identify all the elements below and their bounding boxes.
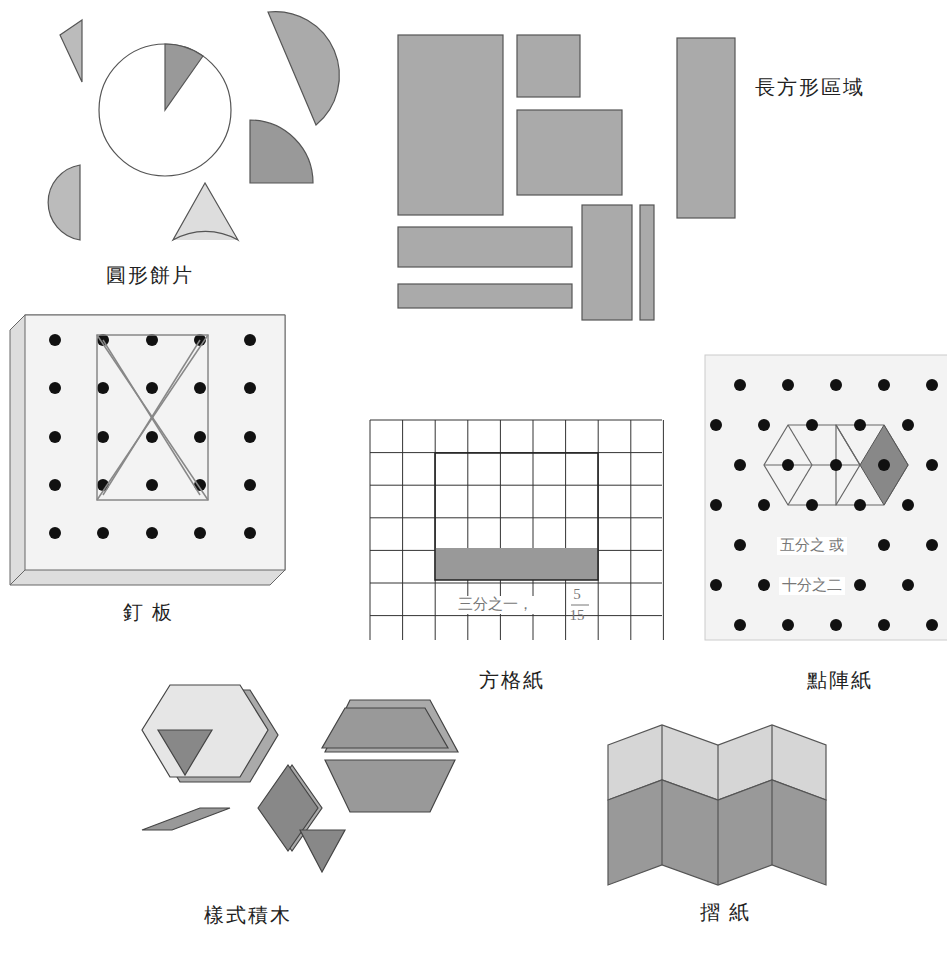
dot	[782, 459, 794, 471]
grid-paper	[370, 420, 663, 640]
rectangle-pieces	[398, 35, 735, 320]
dot	[878, 619, 890, 631]
fraction-note: 三分之一，	[455, 596, 536, 613]
peg	[244, 479, 256, 491]
peg	[194, 431, 206, 443]
dot	[758, 579, 770, 591]
dot	[734, 379, 746, 391]
dot	[710, 419, 722, 431]
piece-caption: 釘 板	[120, 601, 177, 624]
peg	[244, 431, 256, 443]
dot-paper	[705, 355, 947, 640]
dot	[926, 379, 938, 391]
peg	[146, 334, 158, 346]
piece-caption: 圓形餅片	[103, 264, 197, 287]
dot	[830, 619, 842, 631]
peg	[244, 527, 256, 539]
fraction-note: 十分之二	[779, 577, 845, 594]
piece-caption: 長方形區域	[752, 76, 868, 99]
peg	[97, 431, 109, 443]
peg	[49, 527, 61, 539]
fraction-denominator: 15	[570, 607, 585, 624]
dot	[926, 619, 938, 631]
peg	[146, 527, 158, 539]
peg	[244, 382, 256, 394]
peg	[49, 431, 61, 443]
dot	[878, 459, 890, 471]
pattern-blocks	[142, 685, 458, 872]
geoboard	[10, 315, 285, 585]
dot	[710, 499, 722, 511]
dot	[926, 539, 938, 551]
dot	[734, 459, 746, 471]
peg	[194, 382, 206, 394]
dot	[854, 579, 866, 591]
piece-caption: 點陣紙	[804, 669, 876, 692]
piece-caption: 摺 紙	[697, 901, 754, 924]
peg	[146, 431, 158, 443]
dot	[710, 579, 722, 591]
fraction-note: 五分之 或	[777, 537, 847, 554]
dot	[854, 419, 866, 431]
fraction-numerator: 5	[573, 586, 581, 603]
peg	[146, 382, 158, 394]
peg	[194, 527, 206, 539]
peg	[97, 382, 109, 394]
circle-pieces	[48, 12, 339, 240]
dot	[902, 579, 914, 591]
peg	[49, 334, 61, 346]
dot	[734, 619, 746, 631]
dot	[878, 379, 890, 391]
dot	[830, 379, 842, 391]
peg	[146, 479, 158, 491]
dot	[926, 459, 938, 471]
dot	[782, 619, 794, 631]
dot	[830, 459, 842, 471]
dot	[878, 539, 890, 551]
peg	[97, 527, 109, 539]
piece-caption: 方格紙	[476, 669, 548, 692]
dot	[902, 419, 914, 431]
folded-paper	[608, 725, 826, 885]
peg	[49, 382, 61, 394]
dot	[758, 499, 770, 511]
dot	[758, 419, 770, 431]
peg	[49, 479, 61, 491]
dot	[734, 539, 746, 551]
dot	[782, 379, 794, 391]
dot	[902, 499, 914, 511]
peg	[244, 334, 256, 346]
dot	[806, 499, 818, 511]
piece-caption: 樣式積木	[201, 904, 295, 927]
dot	[806, 419, 818, 431]
dot	[854, 499, 866, 511]
